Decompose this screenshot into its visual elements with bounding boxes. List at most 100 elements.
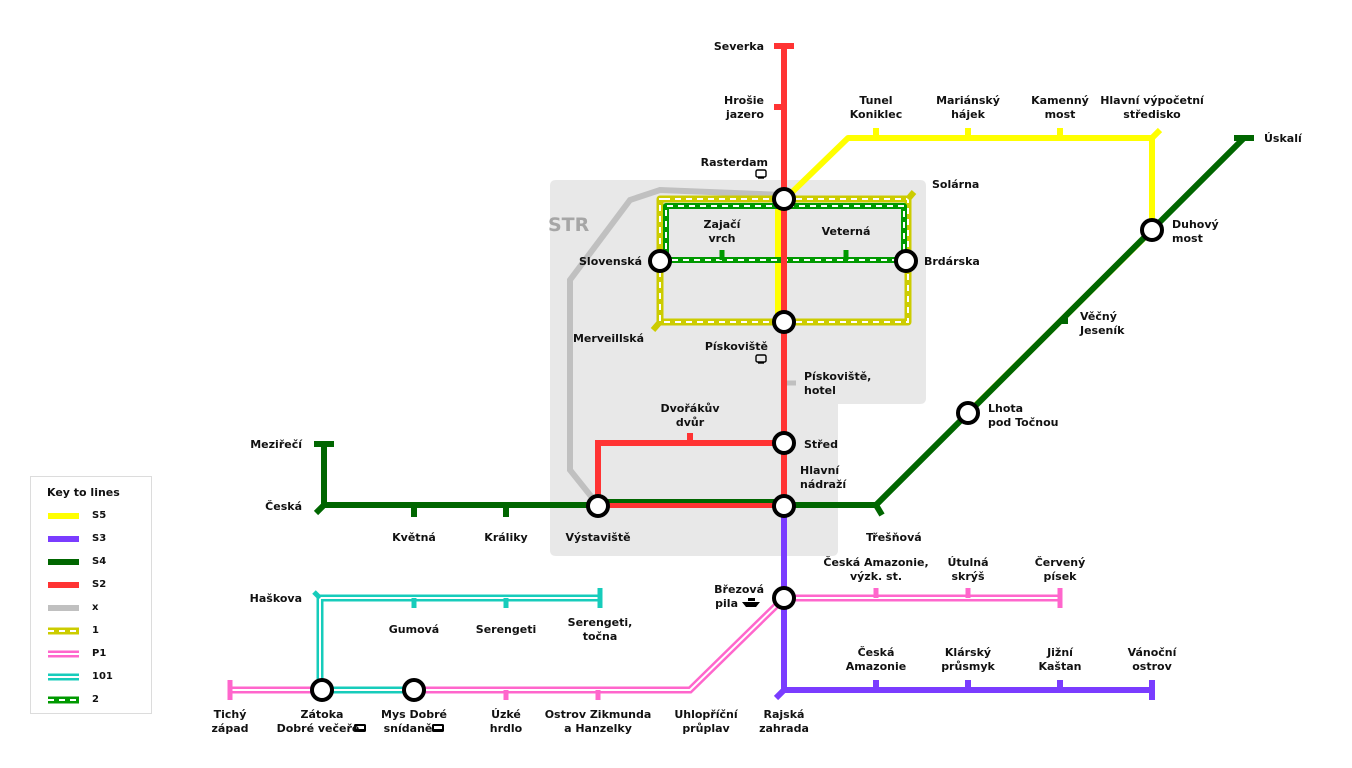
line-s5-end — [1149, 127, 1163, 141]
legend-item: 2 — [47, 693, 147, 707]
station-mys[interactable] — [402, 678, 426, 702]
label-rasterdam: Rasterdam — [701, 156, 768, 169]
tram-icon — [755, 354, 767, 364]
legend-label: S3 — [92, 533, 107, 544]
label-ceska-amazonie-vyzk: Česká Amazonie,výzk. st. — [823, 556, 928, 583]
label-kraliky: Králiky — [484, 531, 527, 544]
legend-title: Key to lines — [47, 486, 120, 499]
legend-swatch — [48, 559, 79, 565]
legend-item: S3 — [47, 532, 147, 546]
station-rasterdam[interactable] — [772, 187, 796, 211]
label-veterna: Veterná — [822, 225, 871, 238]
label-stred: Střed — [804, 438, 838, 451]
legend-item: x — [47, 601, 147, 615]
label-solarna: Solárna — [932, 178, 979, 191]
label-serengeti-tocna: Serengeti,točna — [568, 616, 633, 643]
station-zatoka[interactable] — [310, 678, 334, 702]
line-2 — [663, 203, 907, 263]
legend-label: 2 — [92, 694, 99, 705]
line-p1 — [227, 588, 1063, 700]
legend-item: 1 — [47, 624, 147, 638]
label-piskoviste: Pískoviště — [705, 340, 768, 353]
legend-swatch — [48, 582, 79, 588]
label-merizeci: Meziřečí — [250, 438, 303, 451]
station-slovenska[interactable] — [648, 249, 672, 273]
str-zone — [550, 180, 926, 556]
legend-label: P1 — [92, 648, 107, 659]
station-piskoviste[interactable] — [772, 310, 796, 334]
station-hlavni-nadrazi[interactable] — [772, 494, 796, 518]
legend-item: 101 — [47, 670, 147, 684]
legend-label: S5 — [92, 510, 107, 521]
station-brdarska[interactable] — [894, 249, 918, 273]
tram-icon — [755, 169, 767, 179]
interchange-stations — [310, 187, 1164, 702]
label-severka: Severka — [714, 40, 764, 53]
legend-label: 1 — [92, 625, 99, 636]
line-s2-ticks — [687, 43, 794, 443]
label-tresnova: Třešňová — [866, 531, 922, 544]
line-s5-ticks — [873, 128, 1063, 138]
label-vystaviste: Výstaviště — [565, 531, 630, 544]
station-vystaviste[interactable] — [586, 494, 610, 518]
bus-icon — [432, 724, 444, 732]
legend-swatch — [48, 627, 79, 635]
label-gumova: Gumová — [389, 623, 439, 636]
label-serengeti: Serengeti — [476, 623, 536, 636]
line-101 — [312, 588, 603, 694]
label-uskali: Úskalí — [1264, 132, 1303, 145]
legend-label: S2 — [92, 579, 107, 590]
bus-icon — [354, 724, 366, 732]
legend-label: x — [92, 602, 99, 613]
legend-swatch — [48, 650, 79, 658]
boat-icon — [742, 598, 760, 607]
line-s3 — [773, 505, 1152, 701]
station-lhota[interactable] — [956, 401, 980, 425]
legend-swatch — [48, 513, 79, 519]
line-s3-ticks — [873, 680, 1155, 700]
legend-label: S4 — [92, 556, 107, 567]
legend-item: S2 — [47, 578, 147, 592]
legend-item: S5 — [47, 509, 147, 523]
station-stred[interactable] — [772, 431, 796, 455]
label-merveillska: Merveillská — [573, 332, 644, 345]
label-haskova: Haškova — [250, 592, 302, 605]
zone-label: STR — [548, 214, 590, 236]
legend-swatch — [48, 696, 79, 704]
label-piskoviste-hotel: Pískoviště,hotel — [804, 370, 871, 397]
legend-swatch — [48, 605, 79, 611]
legend-item: S4 — [47, 555, 147, 569]
legend-item: P1 — [47, 647, 147, 661]
station-duhovy-most[interactable] — [1140, 218, 1164, 242]
legend-swatch — [48, 536, 79, 542]
legend-label: 101 — [92, 671, 113, 682]
station-brezova-pila[interactable] — [772, 586, 796, 610]
